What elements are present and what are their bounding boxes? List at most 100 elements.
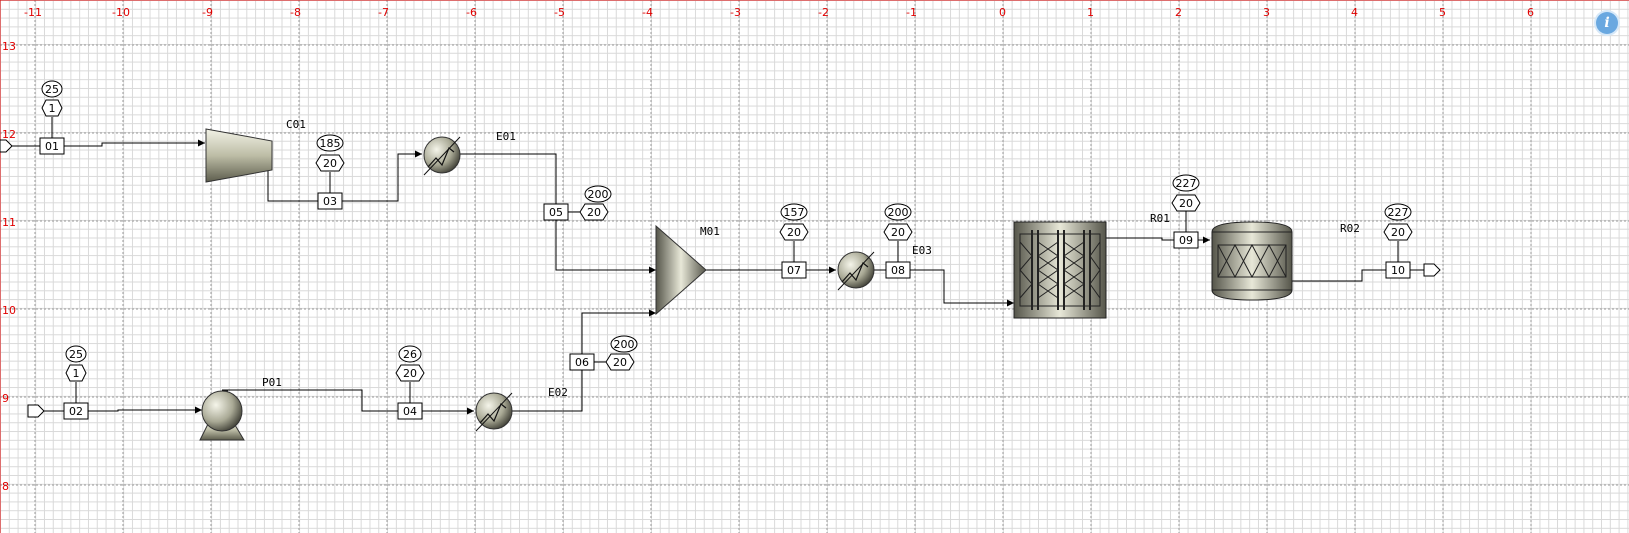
y-tick: 11 [2, 216, 16, 229]
stream-id: 06 [575, 356, 589, 369]
stream-temp: 227 [1176, 177, 1197, 190]
stream-temp: 200 [614, 338, 635, 351]
y-tick: 13 [2, 40, 16, 53]
unit-label: E02 [548, 386, 568, 399]
x-tick: -11 [24, 6, 42, 19]
stream-tag-05[interactable]: 05 20 200 [543, 185, 612, 221]
stream-temp: 200 [888, 206, 909, 219]
x-tick: -1 [906, 6, 917, 19]
x-tick: -8 [290, 6, 301, 19]
ruler-top: -11 -10 -9 -8 -7 -6 -5 -4 -3 -2 -1 0 1 2… [0, 0, 1629, 19]
heat-exchanger-e03[interactable]: E03 [837, 244, 932, 291]
x-tick: -5 [554, 6, 565, 19]
stream-pressure: 20 [891, 226, 905, 239]
unit-label: P01 [262, 376, 282, 389]
stream-pressure: 20 [587, 206, 601, 219]
product-arrow-icon [1423, 263, 1441, 277]
unit-label: C01 [286, 118, 306, 131]
y-tick: 12 [2, 128, 16, 141]
stream-tag-01[interactable]: 25 1 01 [39, 80, 65, 155]
stream-tag-08[interactable]: 200 20 08 [883, 203, 913, 279]
stream-id: 09 [1179, 234, 1193, 247]
stream-pressure: 20 [787, 226, 801, 239]
pipe-e01-05 [460, 153, 557, 204]
stream-tag-07[interactable]: 157 20 07 [779, 203, 809, 279]
heat-exchanger-e02[interactable]: E02 [475, 386, 568, 432]
stream-tag-03[interactable]: 185 20 03 [315, 134, 345, 210]
pipe-r01-09 [1106, 237, 1174, 241]
pipe-05-m01 [555, 218, 656, 274]
stream-id: 05 [549, 206, 563, 219]
stream-tag-06[interactable]: 06 20 200 [569, 335, 638, 371]
x-tick: -2 [818, 6, 829, 19]
stream-pressure: 1 [49, 102, 56, 115]
y-tick: 10 [2, 304, 16, 317]
pipe-01-c01 [64, 139, 205, 147]
pipe-06-m01 [581, 309, 656, 356]
stream-temp: 25 [69, 348, 83, 361]
stream-tag-10[interactable]: 227 20 10 [1383, 203, 1413, 279]
stream-tag-09[interactable]: 227 20 09 [1171, 174, 1201, 249]
stream-id: 08 [891, 264, 905, 277]
stream-id: 07 [787, 264, 801, 277]
unit-label: E01 [496, 130, 516, 143]
stream-id: 03 [323, 195, 337, 208]
stream-pressure: 20 [323, 157, 337, 170]
x-tick: -4 [642, 6, 653, 19]
stream-temp: 200 [588, 188, 609, 201]
reactor-r01[interactable]: R01 [1013, 212, 1170, 319]
stream-pressure: 20 [1391, 226, 1405, 239]
unit-label: E03 [912, 244, 932, 257]
feed-arrow-icon [0, 139, 13, 153]
pipe-02-p01 [88, 406, 202, 414]
stream-id: 04 [403, 405, 417, 418]
x-tick: 3 [1263, 6, 1270, 19]
pipe-p01-04 [222, 389, 398, 412]
stream-id: 01 [45, 140, 59, 153]
pipe-e02-06 [512, 370, 583, 412]
stream-temp: 26 [403, 348, 417, 361]
pump-p01[interactable]: P01 [199, 376, 282, 441]
stream-pressure: 20 [1179, 197, 1193, 210]
x-tick: 6 [1527, 6, 1534, 19]
x-tick: 1 [1087, 6, 1094, 19]
stream-id: 10 [1391, 264, 1405, 277]
unit-label: R02 [1340, 222, 1360, 235]
heat-exchanger-e01[interactable]: E01 [423, 130, 516, 176]
mixer-m01[interactable]: M01 [655, 224, 720, 316]
reactor-r02[interactable]: R02 [1211, 221, 1360, 301]
stream-temp: 157 [784, 206, 805, 219]
stream-temp: 25 [45, 83, 59, 96]
pipe-03-e01 [342, 150, 422, 202]
stream-id: 02 [69, 405, 83, 418]
pipes [12, 139, 1424, 415]
info-icon[interactable]: i [1596, 12, 1618, 34]
ruler-left: 13 12 11 10 9 8 [0, 0, 16, 533]
stream-tag-02[interactable]: 25 1 02 [63, 345, 89, 420]
x-tick: 4 [1351, 6, 1358, 19]
unit-label: R01 [1150, 212, 1170, 225]
x-tick: 0 [999, 6, 1006, 19]
pipe-r02-10 [1292, 269, 1386, 282]
x-tick: 2 [1175, 6, 1182, 19]
x-tick: -9 [202, 6, 213, 19]
compressor-c01[interactable]: C01 [205, 118, 306, 183]
stream-tag-04[interactable]: 26 20 04 [395, 345, 425, 420]
stream-temp: 185 [320, 137, 341, 150]
unit-label: M01 [700, 225, 720, 238]
x-tick: 5 [1439, 6, 1446, 19]
x-tick: -7 [378, 6, 389, 19]
stream-pressure: 20 [403, 367, 417, 380]
x-tick: -6 [466, 6, 477, 19]
x-tick: -3 [730, 6, 741, 19]
pipe-c01-03 [267, 170, 318, 202]
stream-pressure: 20 [613, 356, 627, 369]
stream-temp: 227 [1388, 206, 1409, 219]
feed-arrow-icon [27, 404, 45, 418]
x-tick: -10 [112, 6, 130, 19]
y-tick: 9 [2, 392, 9, 405]
y-tick: 8 [2, 480, 9, 493]
